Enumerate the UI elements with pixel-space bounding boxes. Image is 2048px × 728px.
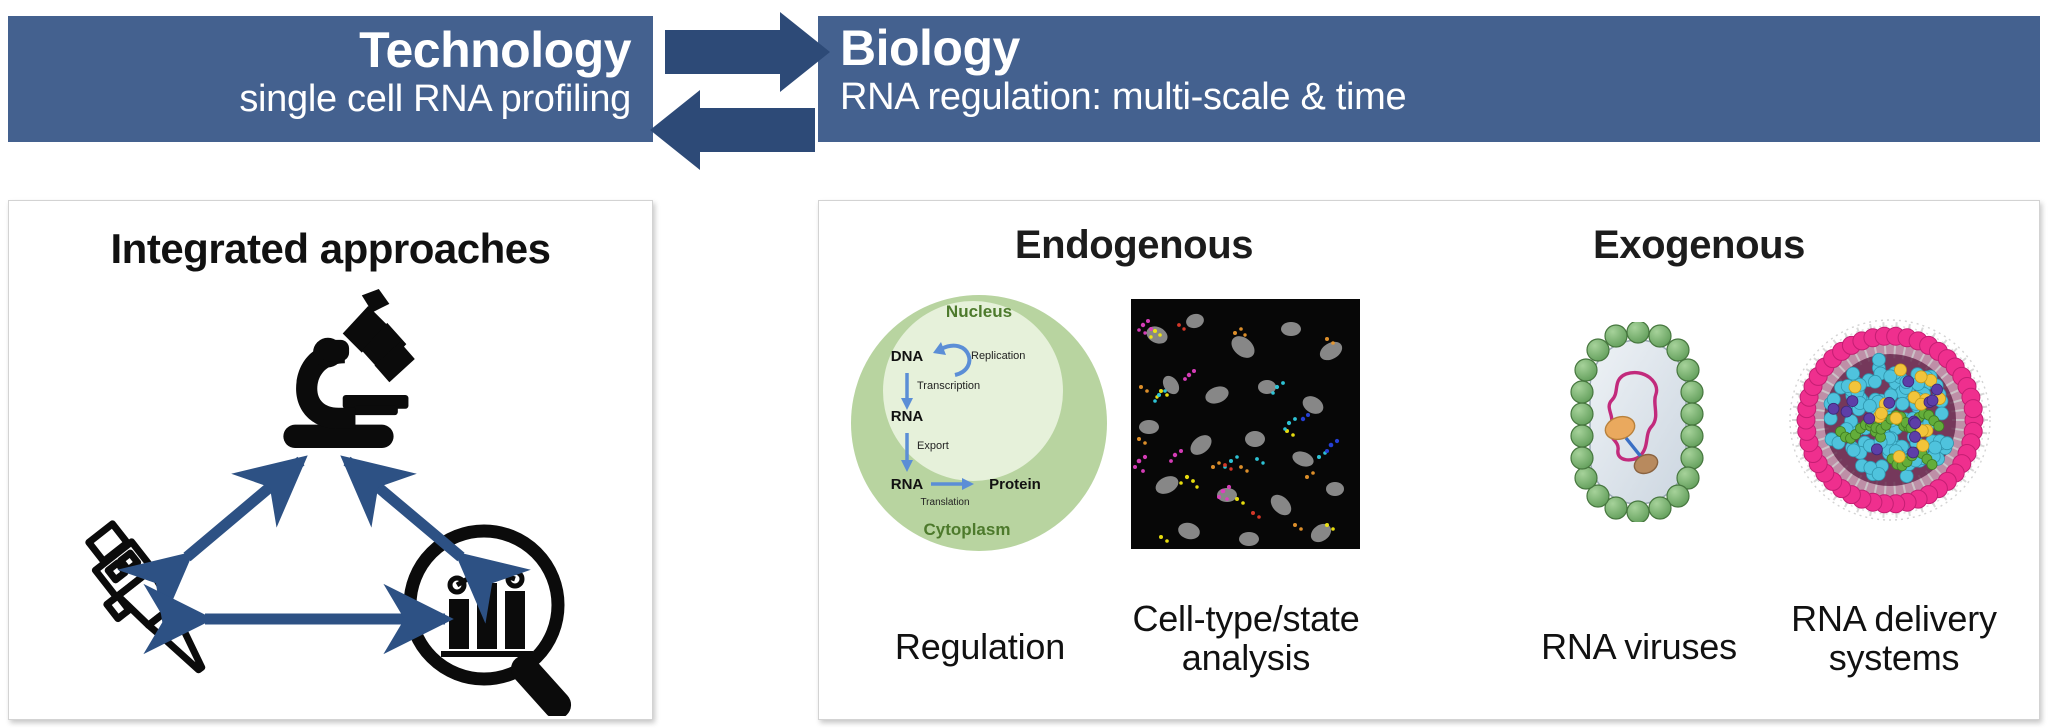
microscope-icon bbox=[283, 289, 415, 448]
caption-rna-viruses: RNA viruses bbox=[1541, 626, 1737, 667]
rna-nuclear-label: RNA bbox=[891, 408, 924, 425]
exchange-arrows bbox=[645, 8, 835, 198]
rna-cytoplasm-label: RNA bbox=[891, 476, 924, 493]
caption-cell-type-state-analysis: Cell-type/state analysis bbox=[1132, 598, 1360, 678]
arrow-pipette-microscope bbox=[117, 455, 308, 624]
export-label: Export bbox=[917, 440, 949, 452]
fluorescence-microscopy-image bbox=[1131, 299, 1360, 549]
cell-diagram-svg: Nucleus DNA Replication Transcription RN… bbox=[851, 295, 1107, 551]
biology-to-technology-arrow bbox=[650, 90, 815, 170]
biology-title: Biology bbox=[840, 20, 1020, 76]
caption-regulation: Regulation bbox=[894, 626, 1066, 667]
integrated-approaches-triangle bbox=[9, 271, 652, 719]
central-dogma-cell-diagram: Nucleus DNA Replication Transcription RN… bbox=[845, 293, 1113, 553]
dna-label: DNA bbox=[891, 348, 924, 365]
technology-subtitle: single cell RNA profiling bbox=[239, 78, 631, 120]
nucleus-label: Nucleus bbox=[946, 302, 1012, 321]
lipid-nanoparticle-illustration: {"heads":46,"r":86,"hr":9} bbox=[1782, 312, 1998, 528]
endogenous-heading: Endogenous bbox=[1014, 223, 1254, 267]
left-card-title: Integrated approaches bbox=[110, 225, 551, 272]
triangle-diagram-svg bbox=[85, 289, 572, 719]
technology-title: Technology bbox=[359, 22, 631, 78]
biology-header-band: Biology RNA regulation: multi-scale & ti… bbox=[818, 16, 2040, 142]
exogenous-heading: Exogenous bbox=[1593, 223, 1805, 267]
transcription-label: Transcription bbox=[917, 380, 980, 392]
protein-label: Protein bbox=[989, 476, 1041, 493]
integrated-approaches-card: Integrated approaches bbox=[8, 200, 653, 720]
arrow-analysis-microscope bbox=[340, 455, 531, 624]
translation-label: Translation bbox=[920, 497, 969, 508]
cytoplasm-label: Cytoplasm bbox=[924, 520, 1011, 539]
replication-label: Replication bbox=[971, 350, 1025, 362]
technology-header-band: Technology single cell RNA profiling bbox=[8, 16, 653, 142]
biology-subtitle: RNA regulation: multi-scale & time bbox=[840, 76, 1407, 118]
enveloped-virus-illustration bbox=[1568, 320, 1708, 524]
virus-svg bbox=[1570, 320, 1704, 524]
lnp-svg: {"heads":46,"r":86,"hr":9} bbox=[1789, 319, 1991, 521]
fish-image-svg bbox=[1131, 299, 1360, 549]
exchange-arrows-svg bbox=[650, 12, 830, 170]
caption-rna-delivery-systems: RNA delivery systems bbox=[1791, 598, 1997, 678]
technology-to-biology-arrow bbox=[665, 12, 830, 92]
